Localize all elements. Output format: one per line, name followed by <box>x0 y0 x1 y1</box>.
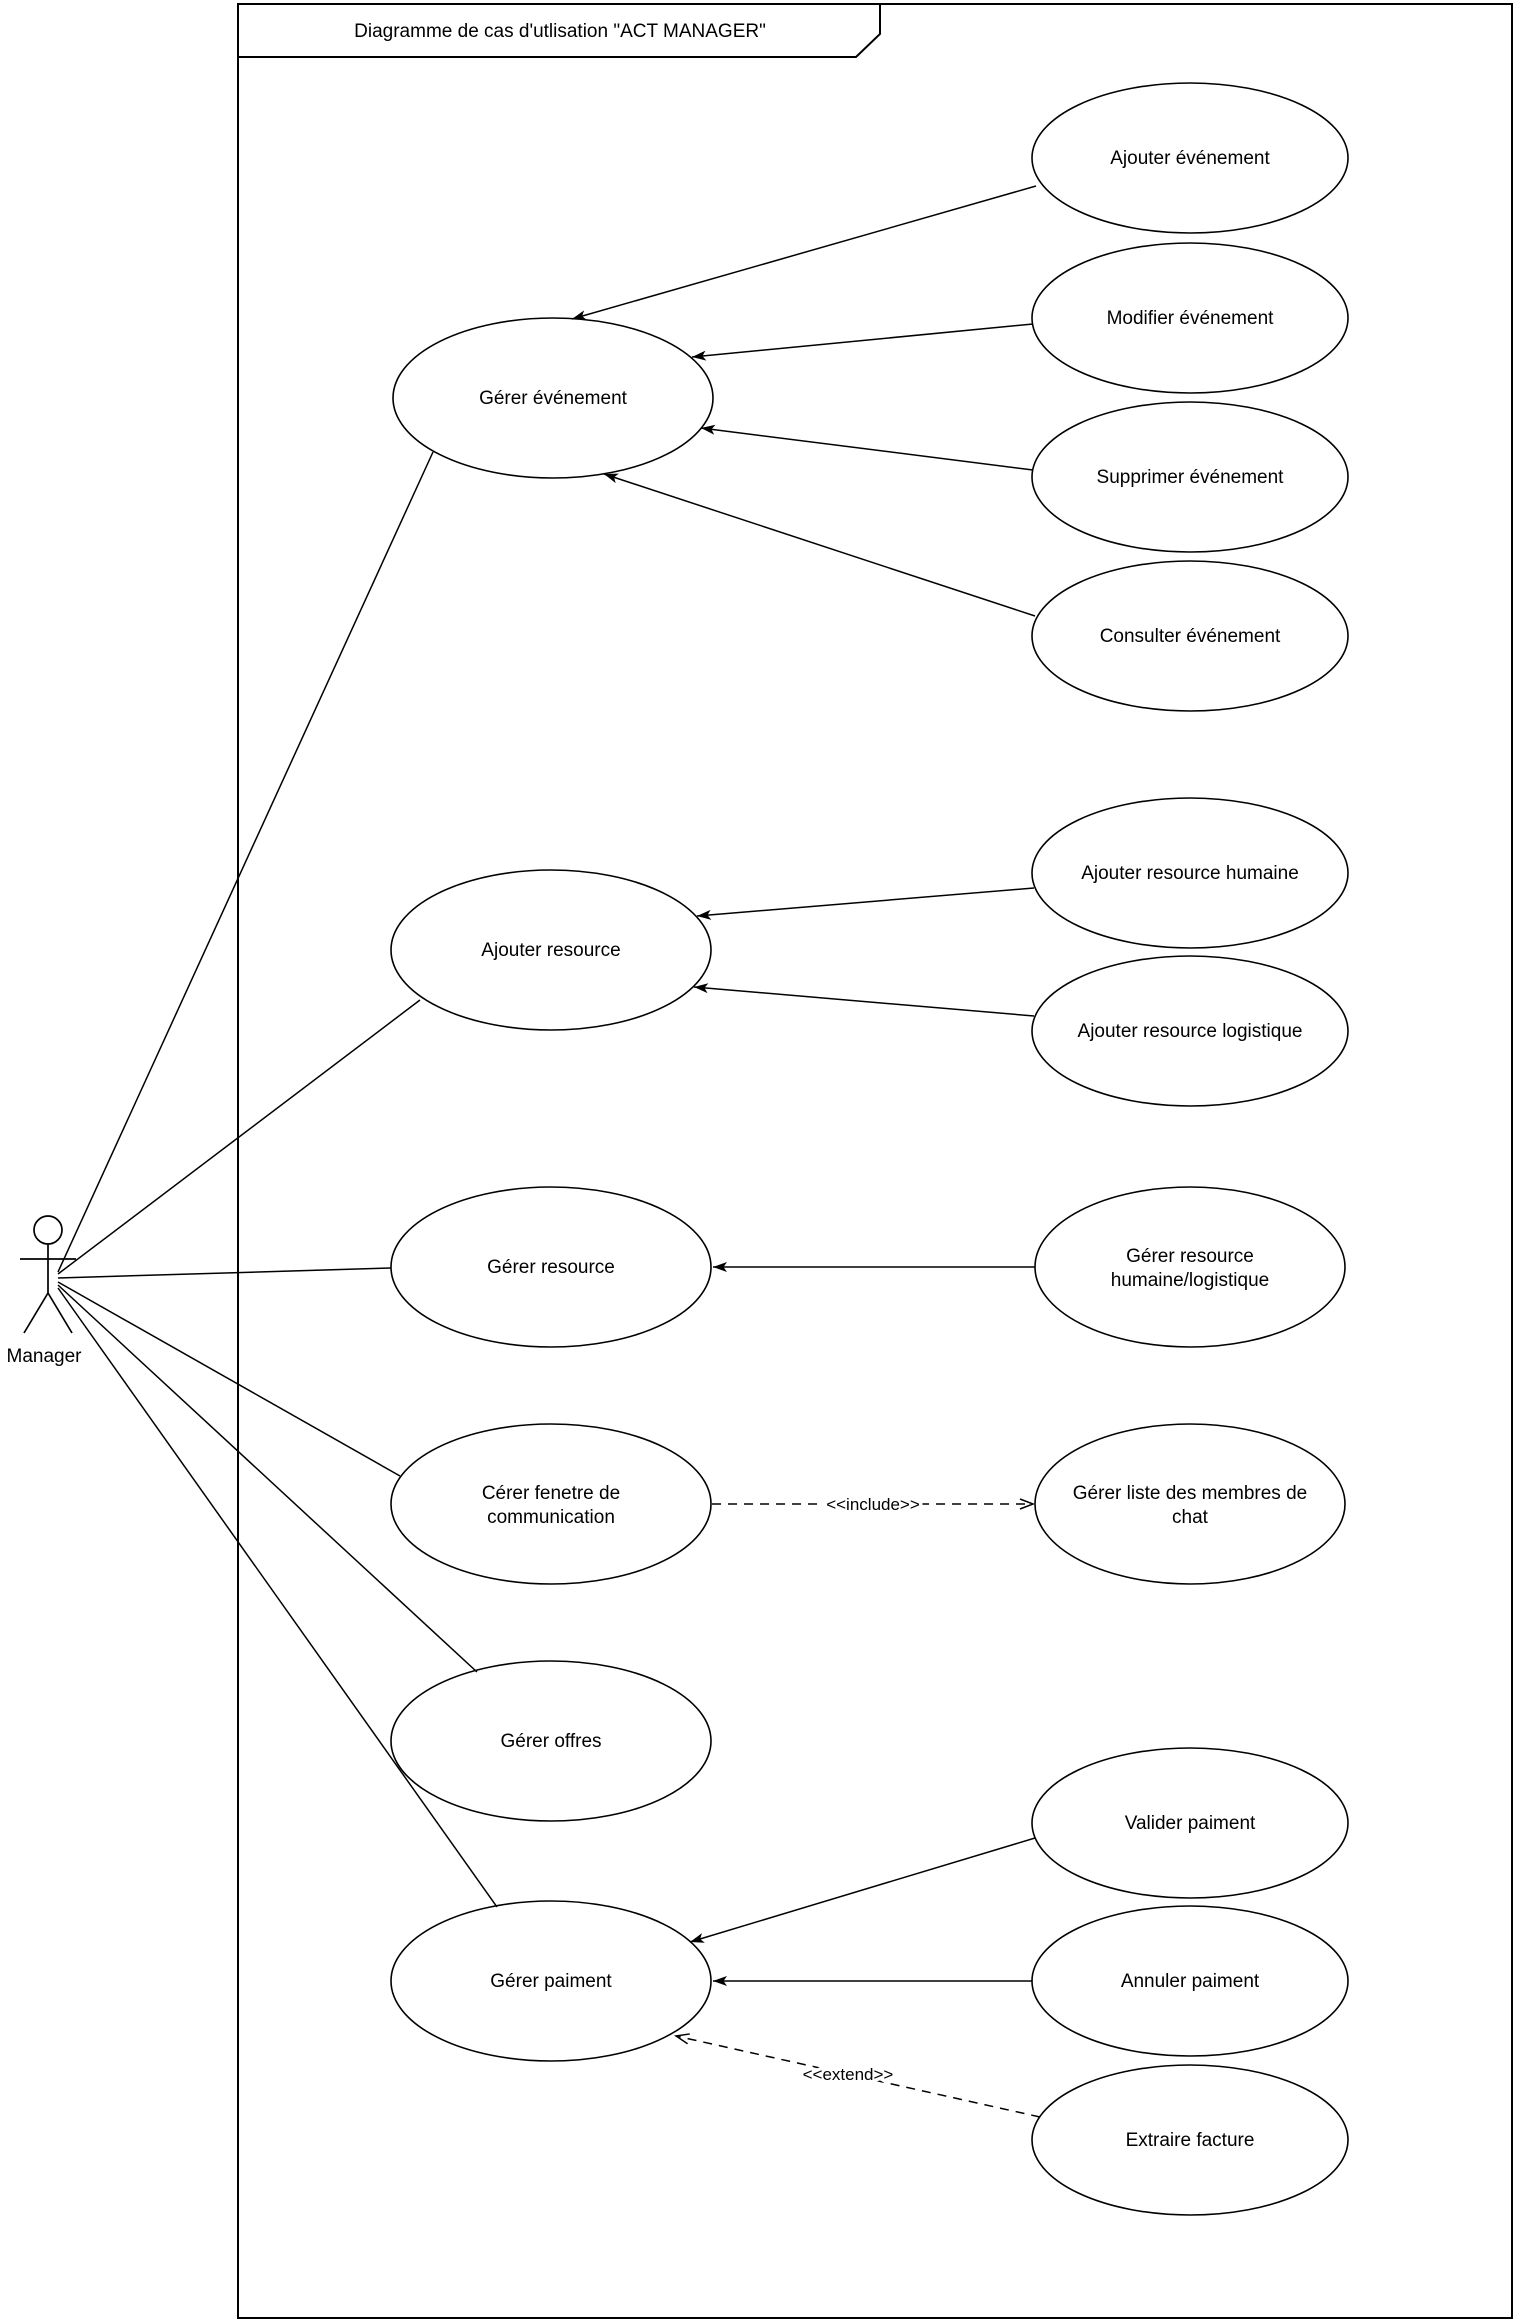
usecase-ellipse <box>390 1900 712 2062</box>
usecase-arrows <box>571 185 1037 1986</box>
actor-head <box>33 1215 63 1245</box>
usecase-ajouter-resource-humaine: Ajouter resource humaine <box>1031 797 1349 949</box>
usecase-ellipse <box>1031 955 1349 1107</box>
usecase-ellipse <box>390 1186 712 1348</box>
usecase-gerer-offres: Gérer offres <box>390 1660 712 1822</box>
assoc-manager-cerer-fenetre <box>57 1281 401 1477</box>
usecase-gerer-paiment: Gérer paiment <box>390 1900 712 2062</box>
edge-consulter-evenement-to-gerer-evenement <box>603 473 1036 617</box>
usecase-ellipse <box>390 869 712 1031</box>
usecase-label-line1: Gérer resource <box>1126 1246 1254 1267</box>
system-boundary: Diagramme de cas d'utlisation "ACT MANAG… <box>237 3 1513 2319</box>
usecase-label: Ajouter resource <box>481 940 620 961</box>
usecase-extraire-facture: Extraire facture <box>1031 2064 1349 2216</box>
usecase-label: Gérer événement <box>479 388 628 409</box>
usecase-label-line1: Cérer fenetre de <box>482 1483 620 1504</box>
usecase-label: Ajouter resource humaine <box>1081 863 1299 884</box>
edge-ajouter-evenement-to-gerer-evenement <box>571 185 1037 320</box>
edge-ajouter-resource-humaine-to-ajouter-resource <box>696 887 1035 920</box>
usecase-cerer-fenetre-communication: Cérer fenetre de communication <box>390 1423 712 1585</box>
actor-associations <box>57 451 498 1908</box>
title-tab <box>237 3 881 58</box>
usecase-ellipse <box>1031 797 1349 949</box>
usecase-consulter-evenement: Consulter événement <box>1031 560 1349 712</box>
usecase-label: Supprimer événement <box>1097 467 1285 488</box>
usecase-ajouter-resource-logistique: Ajouter resource logistique <box>1031 955 1349 1107</box>
actor-leg-left <box>23 1292 49 1334</box>
usecase-ajouter-evenement: Ajouter événement <box>1031 82 1349 234</box>
usecase-valider-paiment: Valider paiment <box>1031 1747 1349 1899</box>
usecase-supprimer-evenement: Supprimer événement <box>1031 401 1349 553</box>
assoc-manager-ajouter-resource <box>57 999 421 1275</box>
usecase-label-line2: humaine/logistique <box>1111 1270 1269 1291</box>
usecase-ellipse <box>392 317 714 479</box>
edge-supprimer-evenement-to-gerer-evenement <box>700 424 1034 471</box>
include-relation: <<include>> <box>712 1492 1036 1518</box>
usecase-label-line2: chat <box>1172 1507 1209 1528</box>
usecase-ellipse <box>1031 1747 1349 1899</box>
assoc-manager-gerer-offres <box>57 1284 478 1673</box>
usecase-gerer-resource: Gérer resource <box>390 1186 712 1348</box>
edge-modifier-evenement-to-gerer-evenement <box>691 323 1034 361</box>
usecase-label: Annuler paiment <box>1121 1971 1260 1992</box>
actor-leg-right <box>47 1292 73 1334</box>
diagram-title: Diagramme de cas d'utlisation "ACT MANAG… <box>354 21 766 42</box>
usecase-ellipse <box>1034 1423 1346 1585</box>
usecase-modifier-evenement: Modifier événement <box>1031 242 1349 394</box>
usecase-ellipse <box>1031 560 1349 712</box>
edge-valider-paiment-to-gerer-paiment <box>689 1837 1036 1943</box>
usecase-gerer-resource-humaine-logistique: Gérer resource humaine/logistique <box>1034 1186 1346 1348</box>
usecase-ellipse <box>1031 82 1349 234</box>
edge-extend-extraire-facture-to-gerer-paiment <box>673 2033 1041 2118</box>
usecase-label: Ajouter événement <box>1110 148 1270 169</box>
usecase-label: Valider paiment <box>1125 1813 1256 1834</box>
extend-relation: <<extend>> <box>673 2033 1041 2118</box>
usecase-ellipse <box>1031 401 1349 553</box>
assoc-manager-gerer-resource <box>57 1267 392 1279</box>
usecase-gerer-evenement: Gérer événement <box>392 317 714 479</box>
actor-manager: Manager <box>7 1215 83 1367</box>
usecase-ajouter-resource: Ajouter resource <box>390 869 712 1031</box>
usecase-label: Ajouter resource logistique <box>1078 1021 1303 1042</box>
usecase-ellipse <box>1034 1186 1346 1348</box>
assoc-manager-gerer-paiment <box>57 1287 498 1908</box>
extend-label: <<extend>> <box>803 2065 894 2084</box>
usecase-label: Consulter événement <box>1100 626 1281 647</box>
usecase-ellipse <box>390 1423 712 1585</box>
edge-ajouter-resource-logistique-to-ajouter-resource <box>693 983 1035 1017</box>
assoc-manager-gerer-evenement <box>57 451 434 1273</box>
usecase-label: Modifier événement <box>1107 308 1275 329</box>
usecase-ellipse <box>390 1660 712 1822</box>
usecase-annuler-paiment: Annuler paiment <box>1031 1905 1349 2057</box>
usecase-label: Gérer offres <box>500 1731 601 1752</box>
usecase-label: Gérer paiment <box>490 1971 612 1992</box>
usecase-label: Extraire facture <box>1126 2130 1255 2151</box>
usecase-label-line2: communication <box>487 1507 615 1528</box>
actor-label: Manager <box>7 1346 83 1367</box>
usecase-ellipse <box>1031 242 1349 394</box>
usecase-label: Gérer resource <box>487 1257 615 1278</box>
usecase-label-line1: Gérer liste des membres de <box>1073 1483 1307 1504</box>
usecase-ellipse <box>1031 2064 1349 2216</box>
usecase-gerer-liste-membres-chat: Gérer liste des membres de chat <box>1034 1423 1346 1585</box>
include-label: <<include>> <box>826 1495 920 1514</box>
